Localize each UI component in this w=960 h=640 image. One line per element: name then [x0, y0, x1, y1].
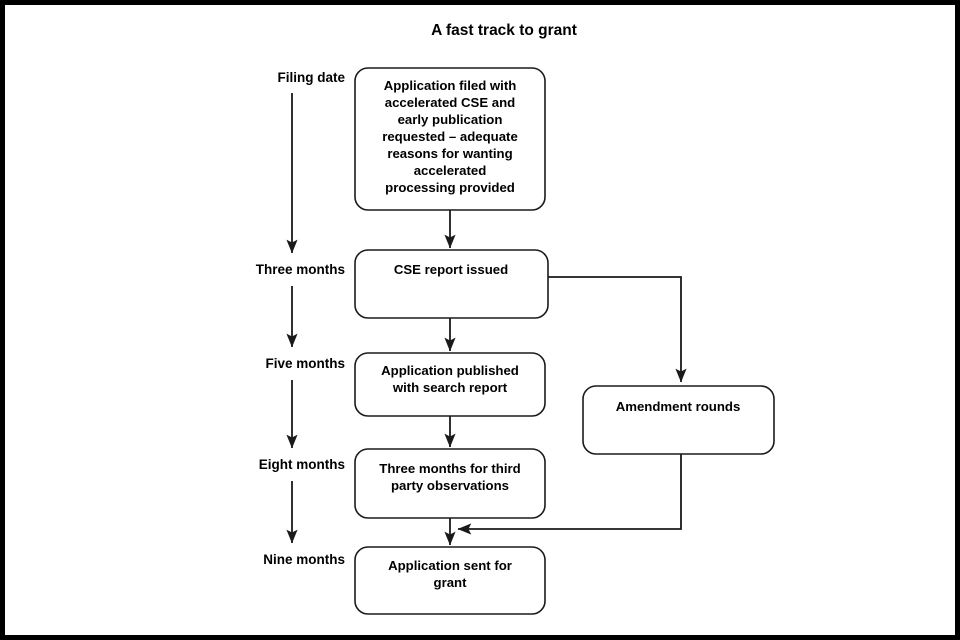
node-application-filed-line-5: reasons for wanting	[387, 146, 512, 161]
node-third-party-observations-line-1: Three months for third	[379, 461, 520, 476]
node-application-filed-line-2: accelerated CSE and	[385, 95, 515, 110]
node-application-published-line-2: with search report	[392, 380, 508, 395]
node-application-sent-for-grant[interactable]: Application sent for grant	[354, 546, 546, 615]
node-application-published-box[interactable]	[354, 352, 546, 417]
node-application-published-line-1: Application published	[381, 363, 519, 378]
node-cse-report-issued[interactable]: CSE report issued	[354, 249, 549, 319]
stage-label-nine-months: Nine months	[263, 552, 345, 567]
node-cse-report-issued-line-1: CSE report issued	[394, 262, 508, 277]
node-application-sent-for-grant-line-2: grant	[434, 575, 468, 590]
node-application-filed[interactable]: Application filed with accelerated CSE a…	[354, 67, 546, 211]
node-application-filed-line-3: early publication	[398, 112, 503, 127]
node-application-published[interactable]: Application published with search report	[354, 352, 546, 417]
node-amendment-rounds[interactable]: Amendment rounds	[582, 385, 775, 455]
node-application-filed-line-1: Application filed with	[384, 78, 517, 93]
node-application-filed-box[interactable]	[354, 67, 546, 211]
stage-label-three-months: Three months	[256, 262, 345, 277]
node-cse-report-issued-box[interactable]	[354, 249, 549, 319]
node-application-sent-for-grant-line-1: Application sent for	[388, 558, 512, 573]
node-third-party-observations-line-2: party observations	[391, 478, 509, 493]
node-amendment-rounds-line-1: Amendment rounds	[616, 399, 741, 414]
stage-label-eight-months: Eight months	[259, 457, 345, 472]
node-third-party-observations-box[interactable]	[354, 448, 546, 519]
node-application-filed-line-6: accelerated	[414, 163, 487, 178]
page-title: A fast track to grant	[431, 22, 577, 39]
node-third-party-observations[interactable]: Three months for third party observation…	[354, 448, 546, 519]
figure-canvas: A fast track to grant Filing date Three …	[5, 5, 955, 635]
connector-cse-report-to-amendment-rounds	[548, 276, 687, 383]
node-application-filed-line-4: requested – adequate	[382, 129, 518, 144]
flowchart-svg: A fast track to grant Filing date Three …	[256, 22, 775, 615]
node-application-sent-for-grant-box[interactable]	[354, 546, 546, 615]
connector-amendment-rounds-to-grant	[457, 454, 682, 535]
stage-label-five-months: Five months	[265, 356, 345, 371]
stage-label-filing-date: Filing date	[278, 70, 346, 85]
node-amendment-rounds-box[interactable]	[582, 385, 775, 455]
node-application-filed-line-7: processing provided	[385, 180, 515, 195]
